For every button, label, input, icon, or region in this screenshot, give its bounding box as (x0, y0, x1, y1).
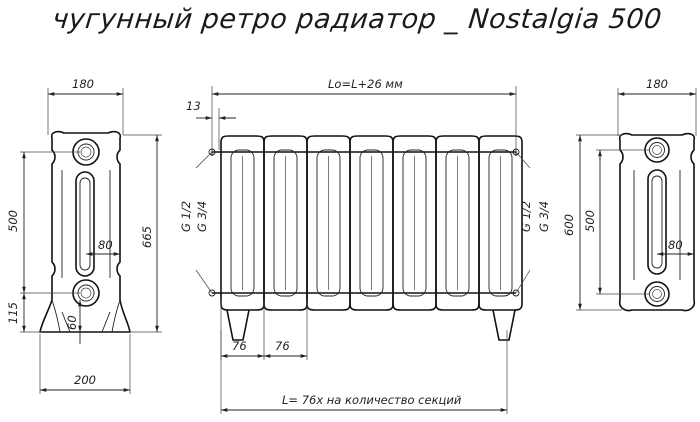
section-fin (359, 149, 384, 297)
section-fin (445, 149, 470, 297)
front-thread-right-2: G 3/4 (537, 201, 551, 232)
front-edge-offset-label: 13 (186, 99, 201, 113)
hub-plug (208, 289, 216, 297)
left-base-width-label: 200 (74, 373, 96, 387)
front-thread-right-1: G 1/2 (519, 201, 533, 232)
radiator-foot (492, 309, 516, 341)
right-inner-gap-label: 80 (668, 238, 683, 252)
hub-plug (208, 148, 216, 156)
front-thread-left-1: G 1/2 (179, 201, 193, 232)
radiator-section (478, 135, 523, 311)
section-fin (273, 149, 298, 297)
left-height-axis-label: 500 (6, 210, 20, 232)
front-pitch-1-label: 76 (232, 339, 247, 353)
left-inner-gap-label: 80 (98, 238, 113, 252)
front-overall-length-label: Lo=L+26 мм (328, 77, 403, 91)
section-fin (488, 149, 513, 297)
left-foot-gap-label: 60 (65, 315, 79, 330)
radiator-foot (226, 309, 250, 341)
right-side-view: 180 600 500 80 (562, 77, 697, 312)
front-length-formula-label: L= 76х на количество секций (282, 393, 462, 407)
section-fin (230, 149, 255, 297)
hub-plug (512, 289, 520, 297)
left-height-total-label: 665 (140, 226, 154, 248)
front-thread-left-2: G 3/4 (195, 201, 209, 232)
section-fin (402, 149, 427, 297)
left-width-top-label: 180 (72, 77, 94, 91)
left-bottom-offset-label: 115 (6, 302, 20, 324)
front-pitch-2-label: 76 (275, 339, 290, 353)
left-side-view: 180 500 115 665 8 (6, 77, 162, 394)
right-height-axis-label: 500 (583, 210, 597, 232)
right-width-top-label: 180 (646, 77, 668, 91)
front-view: Lo=L+26 мм 13 G 1/2 G 3/4 G 1/2 G 3/4 76… (179, 77, 551, 414)
hub-plug (512, 148, 520, 156)
section-fin (316, 149, 341, 297)
right-height-total-label: 600 (562, 214, 576, 236)
